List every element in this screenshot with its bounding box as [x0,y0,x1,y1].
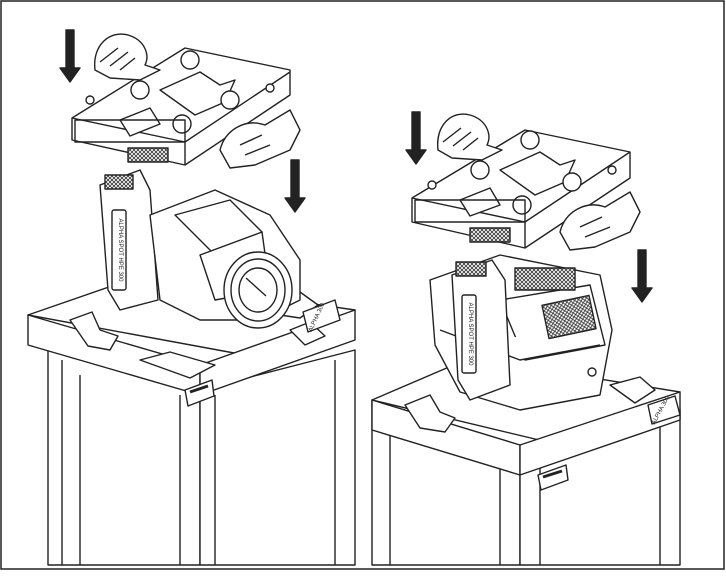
right-hand-rear [437,113,503,161]
left-shipping-box: ALPHA 300 [27,277,356,566]
right-fixture-label-text: ALPHA SPOT HPE 300 [467,303,473,367]
right-box-logo [537,464,569,491]
left-arrow-front [284,159,306,213]
left-fixture-label-text: ALPHA SPOT HPE 300 [117,219,123,283]
right-fixture: ALPHA SPOT HPE 300 [429,254,613,411]
right-box-label: ALPHA 300 [647,395,681,426]
left-arrow-rear [59,29,81,83]
left-lens [223,251,293,329]
right-base-plate [411,129,631,249]
left-base-plate [71,47,291,166]
right-arm-label: ALPHA SPOT HPE 300 [461,294,477,374]
left-hand-front [219,109,301,169]
left-panel: ALPHA 300 ALPHA SPOT HPE 300 [27,29,356,566]
left-box-label: ALPHA 300 [302,299,341,333]
left-box-logo [184,379,215,407]
right-hand-front [559,191,641,251]
left-hand-rear [94,33,161,81]
right-panel: ALPHA 300 ALPHA SPOT HPE 300 [371,111,681,566]
right-arrow-rear [405,111,427,165]
left-fixture: ALPHA SPOT HPE 300 [99,169,301,329]
right-arrow-front [631,249,653,303]
left-arm-label: ALPHA SPOT HPE 300 [111,209,127,291]
